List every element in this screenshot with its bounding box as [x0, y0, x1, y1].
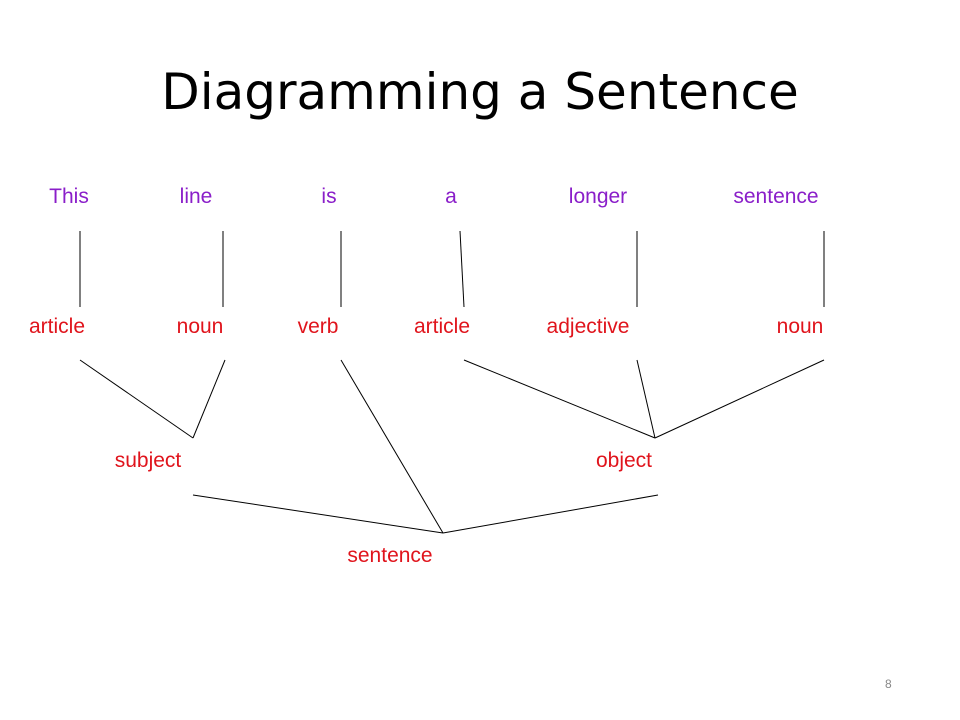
connector-adjective-object	[636, 359, 656, 439]
phrase-subject: subject	[114, 449, 182, 472]
connector-a-article	[459, 230, 465, 308]
page-number: 8	[885, 677, 892, 691]
pos-article-2: article	[413, 315, 471, 338]
connector-noun-object	[654, 359, 825, 439]
root-sentence: sentence	[347, 544, 433, 567]
word-longer: longer	[568, 185, 628, 208]
connector-object-sentence	[442, 494, 659, 534]
connector-verb-sentence	[340, 359, 444, 534]
connector-noun-subject	[192, 359, 226, 439]
word-a: a	[445, 185, 457, 208]
word-sentence: sentence	[733, 185, 819, 208]
word-line: line	[179, 185, 213, 208]
connector-subject-sentence	[192, 494, 444, 534]
pos-article-1: article	[28, 315, 86, 338]
word-is: is	[321, 185, 337, 208]
pos-adjective: adjective	[546, 315, 630, 338]
pos-noun-2: noun	[776, 315, 824, 338]
connector-article-object	[463, 359, 656, 439]
connector-article-subject	[79, 359, 194, 439]
pos-noun-1: noun	[176, 315, 224, 338]
phrase-object: object	[595, 449, 653, 472]
word-this: This	[49, 185, 89, 208]
slide-title: Diagramming a Sentence	[161, 63, 799, 121]
pos-verb: verb	[297, 315, 339, 338]
